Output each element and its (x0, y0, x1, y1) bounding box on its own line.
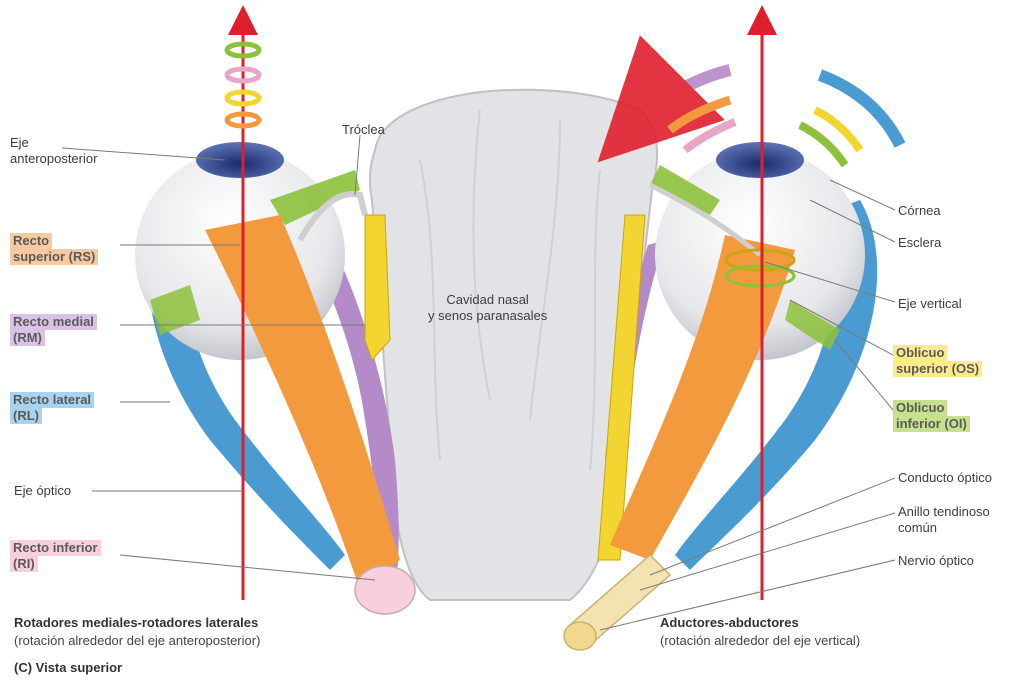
left-superior-oblique-muscle (365, 215, 390, 360)
label-recto-lateral: Recto lateral (RL) (10, 392, 94, 424)
label-recto-inferior: Recto inferior (RI) (10, 540, 101, 572)
caption-right-title: Aductores-abductores (660, 615, 799, 630)
label-eje-anteroposterior: Eje anteroposterior (10, 135, 97, 167)
label-nervio-optico: Nervio óptico (898, 553, 974, 569)
label-oblicuo-superior: Oblicuo superior (OS) (893, 345, 982, 377)
label-eje-vertical: Eje vertical (898, 296, 962, 312)
caption-right-subtitle: (rotación alrededor del eje vertical) (660, 633, 860, 648)
label-recto-superior: Recto superior (RS) (10, 233, 98, 265)
label-anillo-tendinoso: Anillo tendinoso común (898, 504, 990, 536)
label-conducto-optico: Conducto óptico (898, 470, 992, 486)
label-recto-medial: Recto medial (RM) (10, 314, 97, 346)
right-cornea (716, 142, 804, 178)
label-troclea: Tróclea (342, 122, 385, 138)
caption-left-subtitle: (rotación alrededor del eje anteroposter… (14, 633, 260, 648)
label-cornea: Córnea (898, 203, 941, 219)
label-oblicuo-inferior: Oblicuo inferior (OI) (893, 400, 970, 432)
label-esclera: Esclera (898, 235, 941, 251)
caption-left-title: Rotadores mediales-rotadores laterales (14, 615, 258, 630)
label-cavidad-nasal: Cavidad nasal y senos paranasales (428, 292, 547, 324)
left-optic-canal (355, 566, 415, 614)
label-eje-optico: Eje óptico (14, 483, 71, 499)
left-cornea (196, 142, 284, 178)
caption-panel-label: (C) Vista superior (14, 660, 122, 675)
